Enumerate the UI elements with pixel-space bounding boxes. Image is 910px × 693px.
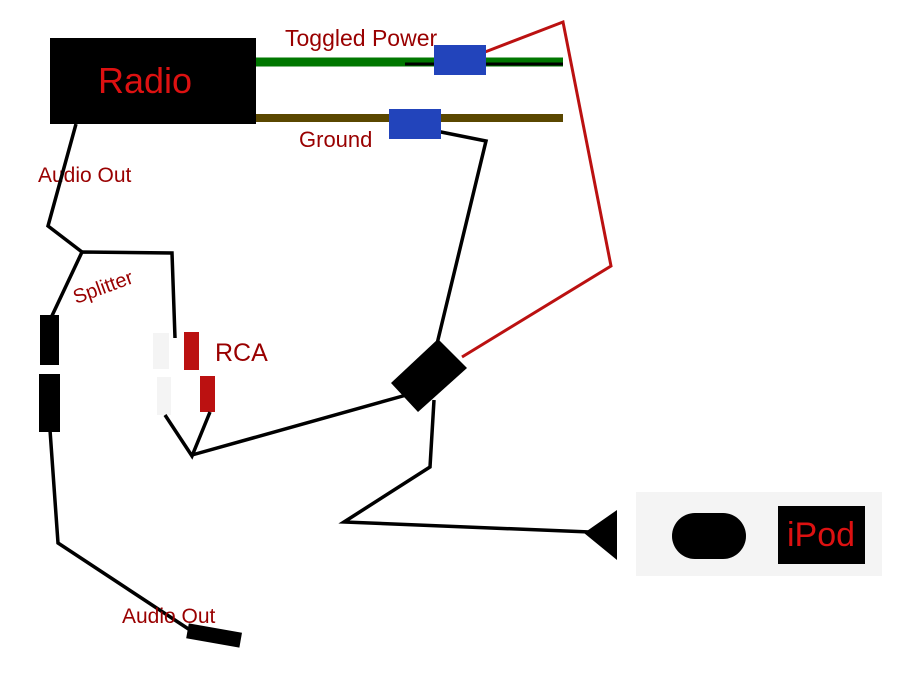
rca-white-bottom xyxy=(157,377,171,415)
ipod-cable xyxy=(338,399,591,534)
splitter-cable xyxy=(48,250,177,339)
ground-connector xyxy=(389,109,441,139)
audio-out-bottom-label: Audio Out xyxy=(122,605,216,628)
rca-cable xyxy=(163,411,212,460)
ipod-screen xyxy=(778,506,865,564)
ipod-click-wheel xyxy=(672,513,746,559)
toggled-power-label: Toggled Power xyxy=(285,25,437,51)
rca-red-top xyxy=(184,332,199,370)
left-audio-cable xyxy=(48,429,191,632)
rca-red-bottom xyxy=(200,376,215,412)
ipod-connector xyxy=(584,510,617,560)
audio-out-top-label: Audio Out xyxy=(38,164,132,187)
rca-label: RCA xyxy=(215,339,268,367)
power-connector xyxy=(434,45,486,75)
ipod-label: iPod xyxy=(787,516,855,554)
ground-line xyxy=(434,129,489,349)
audio-out-plug xyxy=(186,623,242,648)
adapter-box xyxy=(391,339,467,412)
audio-jack-upper xyxy=(40,315,59,365)
audio-jack-lower xyxy=(39,374,60,432)
ground-label: Ground xyxy=(299,127,372,152)
rca-white-top xyxy=(153,333,169,369)
radio-label: Radio xyxy=(98,60,192,101)
rca-to-adapter-cable xyxy=(191,392,411,457)
splitter-label: Splitter xyxy=(70,267,136,309)
radio-unit xyxy=(50,38,256,124)
radio-audio-cable xyxy=(46,123,84,254)
red-power-line xyxy=(461,19,613,359)
